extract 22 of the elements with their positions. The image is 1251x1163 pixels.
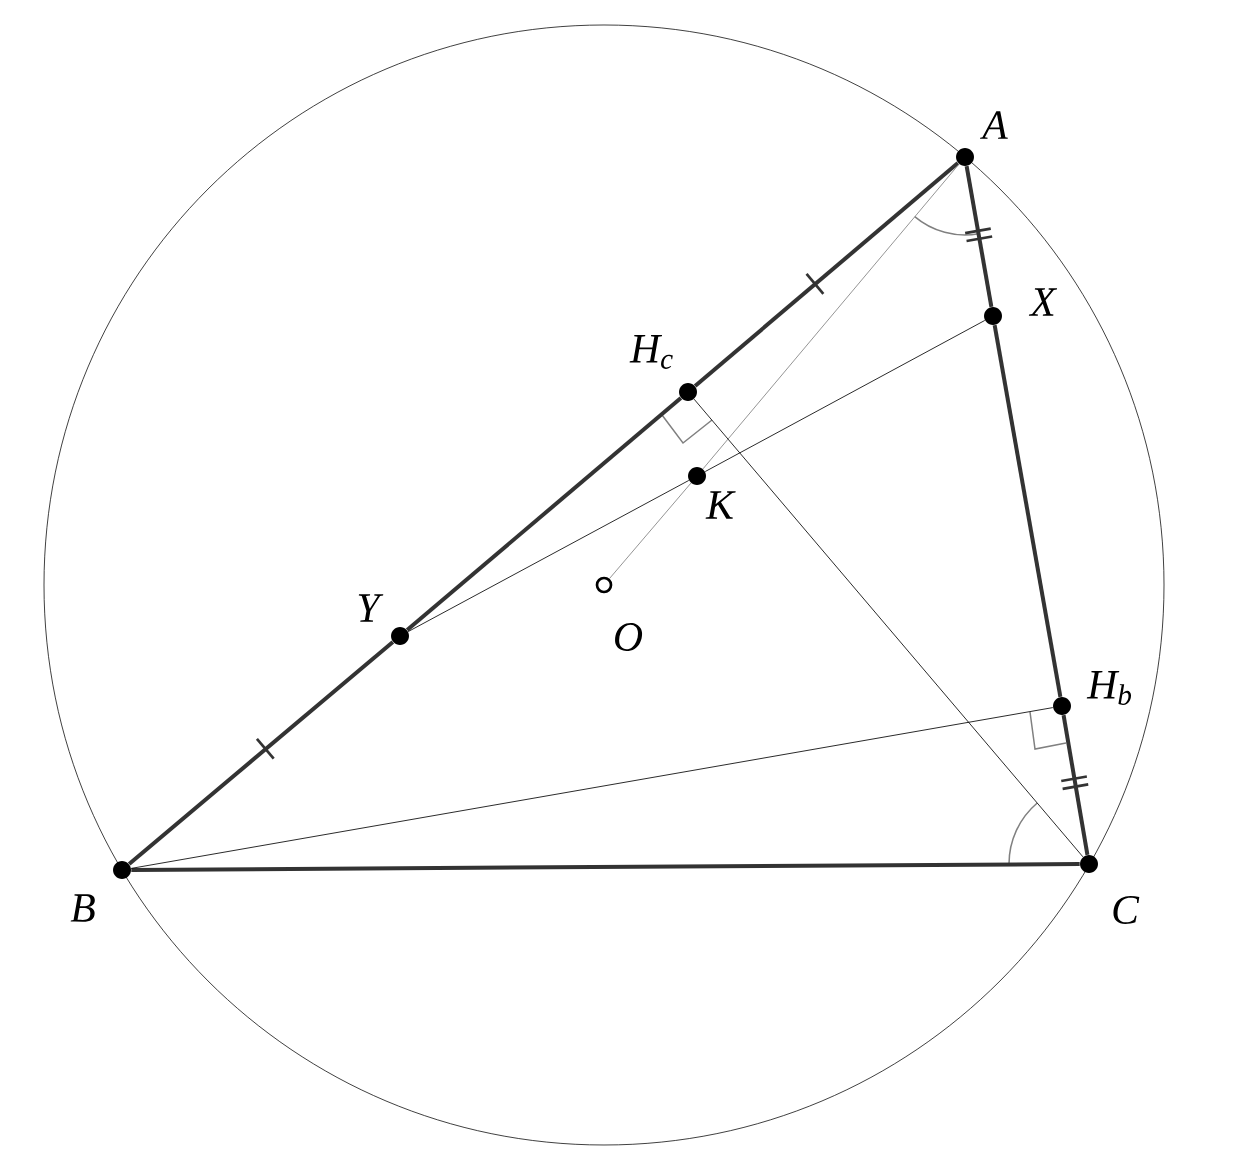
line-segment xyxy=(405,396,683,632)
point-label: C xyxy=(1113,896,1140,924)
line-segment xyxy=(131,862,1080,872)
point-label: X xyxy=(1028,288,1058,316)
line-segment xyxy=(693,161,960,388)
point-label: A xyxy=(980,111,1008,139)
line-segment xyxy=(992,324,1063,698)
line-segment xyxy=(127,640,395,866)
point-label: B xyxy=(70,894,95,922)
point-label: O xyxy=(615,623,643,651)
line-segment xyxy=(407,480,690,632)
line-segment xyxy=(609,482,692,580)
line-segment xyxy=(130,707,1054,869)
point-label: Y xyxy=(358,594,384,622)
line-segment xyxy=(702,163,960,470)
point-label: H$_{b}$ xyxy=(1086,671,1132,705)
point-label: H$_{c}$ xyxy=(629,335,673,369)
point-label: K xyxy=(705,491,736,519)
line-segment xyxy=(1061,714,1090,856)
line-segment xyxy=(704,320,986,472)
line-segment xyxy=(693,398,1084,858)
line-segment xyxy=(964,165,994,308)
